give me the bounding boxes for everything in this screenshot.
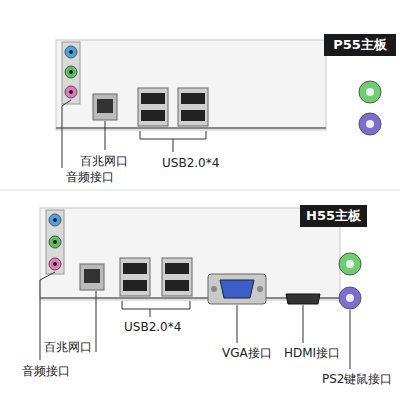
title-band: H55主板 xyxy=(300,205,367,227)
port-label: HDMI接口 xyxy=(284,346,340,360)
port-label: PS2键鼠接口 xyxy=(322,372,393,386)
title-band: P55主板 xyxy=(324,34,396,56)
port-label: 百兆网口 xyxy=(44,340,92,354)
port-label: 百兆网口 xyxy=(80,154,128,168)
port-label: 音频接口 xyxy=(66,170,114,184)
board-title: P55主板 xyxy=(333,36,387,54)
port-label: USB2.0*4 xyxy=(162,156,219,170)
port-label: USB2.0*4 xyxy=(124,320,181,334)
board-title: H55主板 xyxy=(306,207,361,225)
port-label: 音频接口 xyxy=(22,364,70,378)
port-label: VGA接口 xyxy=(222,346,272,360)
